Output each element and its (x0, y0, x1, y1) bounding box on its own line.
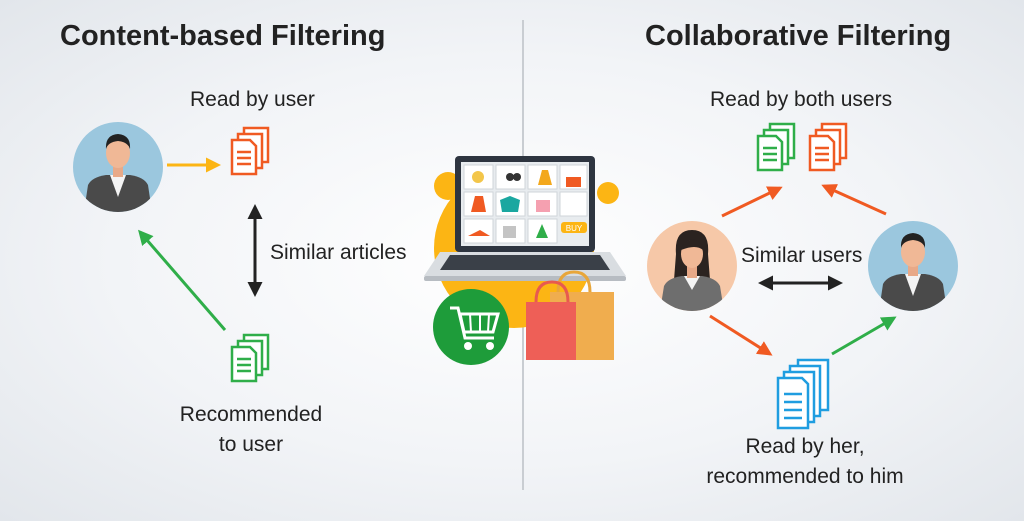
document-stack-icon (808, 122, 848, 172)
document-stack-icon (776, 358, 830, 430)
similar-users-label: Similar users (741, 244, 863, 267)
read-by-her-label: Read by her, recommended to him (695, 432, 915, 492)
read-by-her-line1: Read by her, (745, 435, 865, 458)
laptop-shop-icon: BUY (424, 156, 626, 328)
recommended-line2: to user (218, 433, 284, 456)
content-based-title: Content-based Filtering (60, 20, 386, 52)
user-avatar-icon (73, 122, 163, 212)
read-by-both-label: Read by both users (710, 88, 893, 111)
read-by-user-label: Read by user (190, 88, 315, 111)
shopping-bag-icon (526, 270, 614, 360)
similar-articles-label: Similar articles (270, 241, 407, 264)
document-stack-icon (230, 333, 270, 383)
recommended-to-user-label: Recommended to user (176, 400, 326, 460)
document-stack-icon (756, 122, 796, 172)
document-stack-icon (230, 126, 270, 176)
female-user-avatar-icon (647, 221, 737, 311)
collaborative-title: Collaborative Filtering (645, 20, 952, 52)
user-avatar-icon (868, 221, 958, 311)
read-by-her-line2: recommended to him (706, 465, 904, 488)
recommended-line1: Recommended (179, 403, 323, 426)
buy-tag: BUY (566, 224, 583, 233)
shopping-cart-icon (433, 289, 509, 365)
